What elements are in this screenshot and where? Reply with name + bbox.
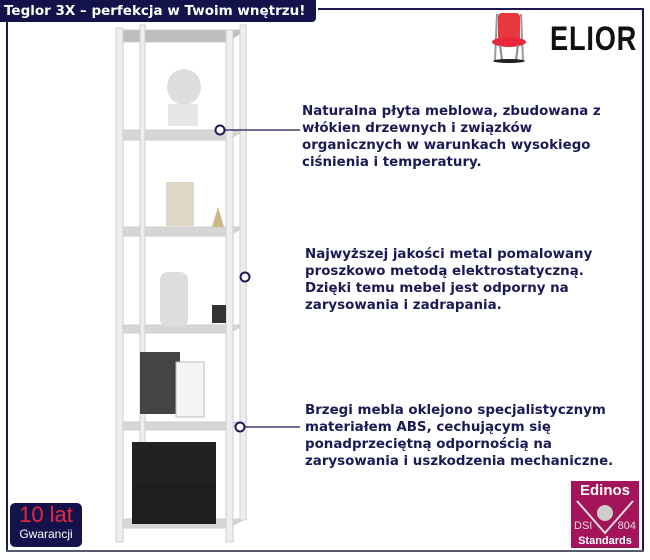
certificate-name: Edinos — [579, 482, 630, 499]
warranty-years: 10 lat — [19, 502, 73, 527]
warranty-badge: 10 lat Gwarancji — [10, 503, 82, 547]
banner-title: Teglor 3X – perfekcja w Twoim wnętrzu! — [0, 0, 316, 22]
callout-line: Brzegi mebla oklejono specjalistycznym — [305, 403, 606, 418]
certificate-standards: Standards — [578, 535, 632, 547]
callout-board: Naturalna płyta meblowa, zbudowana z włó… — [302, 103, 601, 171]
edinos-certificate-badge: Edinos DSI 804 Standards — [571, 481, 639, 548]
callout-line: Naturalna płyta meblowa, zbudowana z — [302, 104, 601, 119]
callout-line: organicznych w warunkach wysokiego — [302, 138, 591, 153]
frame-border-left — [6, 20, 8, 552]
callout-line: ciśnienia i temperatury. — [302, 155, 482, 170]
callout-line: zarysowania i zadrapania. — [305, 298, 502, 313]
callout-line: zarysowania i uszkodzenia mechaniczne. — [305, 454, 614, 469]
callout-metal: Najwyższej jakości metal pomalowany pros… — [305, 246, 592, 314]
callout-line: włókien drzewnych i związków — [302, 121, 533, 136]
callout-edges: Brzegi mebla oklejono specjalistycznym m… — [305, 402, 613, 470]
chair-logo-icon — [492, 13, 526, 63]
callout-line: materiałem ABS, cechującym się — [305, 420, 551, 435]
frame-border-bottom — [6, 550, 644, 552]
warranty-label: Gwarancji — [19, 527, 73, 541]
callout-connectors — [214, 124, 300, 433]
certificate-v-icon — [576, 500, 634, 535]
callout-line: Najwyższej jakości metal pomalowany — [305, 247, 593, 262]
brand-name: ELIOR — [550, 20, 638, 58]
callout-line: ponadprzeciętną odpornością na — [305, 437, 552, 452]
frame-border-right — [642, 8, 644, 552]
certificate-dsi: DSI — [574, 520, 593, 532]
certificate-number: 804 — [617, 520, 636, 532]
callout-line: Dzięki temu mebel jest odporny na — [305, 281, 569, 296]
frame-border-top — [318, 8, 643, 10]
callout-line: proszkowo metodą elektrostatyczną. — [305, 264, 584, 279]
